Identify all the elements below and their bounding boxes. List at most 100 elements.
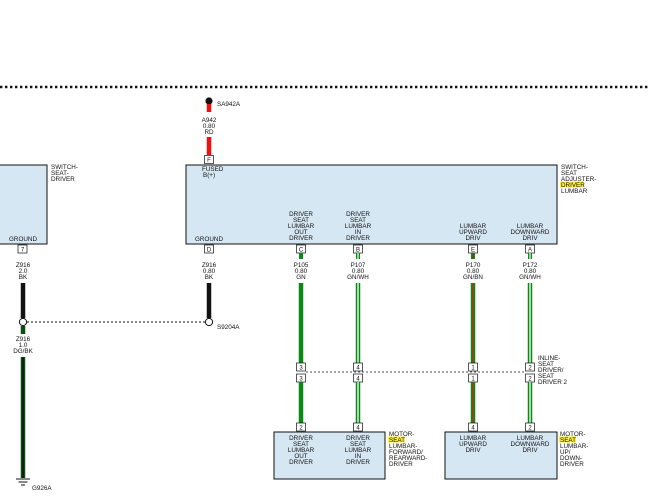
wire-z916-lower-circuit: Z916 [16,336,31,343]
main-pin3-label-1: LUMBAR [460,223,487,230]
inline-upper-pin-4-box [525,362,535,372]
motor-fr-pin1-label-3: LUMBAR [288,447,315,454]
main-module-name-1: SWITCH- [561,164,588,171]
inline-lower-pin-2: 4 [356,376,360,382]
left-module-name-3: DRIVER [51,176,75,183]
wire-p107-gauge: 0.80 [352,268,365,275]
main-pin-a: A [528,247,532,253]
wire-a942-circuit: A942 [202,117,217,124]
motor-fr-pin2-label-1: DRIVER [346,435,370,442]
motor-fr-pin1-label-1: DRIVER [289,435,313,442]
motor-ud-pin2-label-2: DOWNWARD [511,441,550,448]
motor-fr-pin-2: 4 [356,425,360,431]
motor-ud-name-3: LUMBAR- [560,443,588,450]
main-pin1-label-4: OUT [294,229,307,236]
main-pin2-label-2: SEAT [350,217,366,224]
fused-pin-box [204,155,214,164]
left-module-pin: 7 [21,247,25,253]
inline-upper-pin-1-box [296,362,306,372]
motor-ud-pin1-label-1: LUMBAR [460,435,487,442]
inline-label-2: SEAT [538,361,554,368]
main-ground-pin: D [207,247,212,253]
wire-a942-color: RD [204,129,214,136]
splice-sa942a [205,97,213,105]
main-pin2-label-1: DRIVER [346,211,370,218]
inline-upper-pin-1: 3 [299,365,303,371]
main-module-box [185,164,558,245]
wire-p172-color: GN/WH [519,274,541,281]
inline-lower-pin-4: 2 [528,376,532,382]
wire-z916-mid-gauge: 0.80 [203,268,216,275]
motor-fr-box [273,431,386,480]
wire-p105-gauge: 0.80 [295,268,308,275]
main-pin-b: B [356,247,360,253]
inline-upper-pin-3-box [468,362,478,372]
motor-fr-pin2-label-2: SEAT [350,441,366,448]
main-ground-pin-box [204,244,214,254]
motor-ud-pin-2-box [525,422,535,432]
motor-ud-pin-1: 4 [471,425,475,431]
motor-ud-box [444,431,558,480]
motor-ud-pin1-label-3: DRIV [465,447,481,454]
motor-fr-name-3: LUMBAR- [389,443,417,450]
splice-left-point [18,317,28,327]
motor-fr-name-2: SEAT [389,437,405,444]
inline-upper-pin-2: 4 [356,365,360,371]
motor-fr-name-5: REARWARD- [389,455,427,462]
motor-ud-name-1: MOTOR- [560,431,585,438]
main-pin2-label-5: DRIVER [346,235,370,242]
motor-fr-pin-1-box [296,422,306,432]
wire-p170-circuit: P170 [466,262,481,269]
wire-p107-circuit: P107 [351,262,366,269]
left-module-name-1: SWITCH- [51,164,78,171]
main-pin1-label-3: LUMBAR [288,223,315,230]
wire-z916-left-color: BK [19,274,28,281]
inline-upper-pin-2-box [353,362,363,372]
motor-fr-pin-1: 2 [299,425,303,431]
wire-z916-left-circuit: Z916 [16,262,31,269]
motor-fr-pin1-label-5: DRIVER [289,459,313,466]
wire-z916-lower-color: DG/BK [13,348,33,355]
wire-p105-color: GN [296,274,306,281]
motor-ud-pin2-label-3: DRIV [522,447,538,454]
inline-lower-pin-3: 1 [471,376,475,382]
motor-fr-pin2-label-3: LUMBAR [345,447,372,454]
motor-ud-pin-2: 2 [528,425,532,431]
motor-ud-name-2: SEAT [560,437,576,444]
ground-point-label: G926A [32,485,52,492]
main-ground-label: GROUND [195,236,223,243]
motor-fr-pin2-label-5: DRIVER [346,459,370,466]
left-module-name-2: SEAT- [51,170,69,177]
splice-top-label: SA942A [217,101,241,108]
wire-z916-mid-circuit: Z916 [202,262,217,269]
splice-s9204a [204,317,214,327]
main-module-name-5: LUMBAR [561,188,588,195]
main-pin4-label-3: DRIV [522,235,538,242]
main-pin2-label-4: IN [355,229,362,236]
main-pin3-label-3: DRIV [465,235,481,242]
splice-mid-label: S9204A [217,324,240,331]
left-module-pin-box [17,244,28,254]
main-module-name-3: ADJUSTER- [561,176,596,183]
fused-pin: F [207,158,211,164]
wire-a942-gauge: 0.80 [203,123,216,130]
main-pin1-label-2: SEAT [293,217,309,224]
motor-fr-highlight [388,436,405,443]
main-module-name-4: DRIVER [561,182,585,189]
wire-p170-color: GN/BN [463,274,483,281]
inline-lower-pin-1: 3 [299,376,303,382]
wire-z916-left-gauge: 2.0 [19,268,28,275]
wire-p105-circuit: P105 [294,262,309,269]
left-module-box [0,164,48,245]
main-pin1-label-1: DRIVER [289,211,313,218]
motor-ud-pin-1-box [468,422,478,432]
motor-fr-name-6: DRIVER [389,461,413,468]
inline-upper-pin-3: 1 [471,365,475,371]
main-pin-e: E [471,247,475,253]
motor-fr-pin1-label-4: OUT [294,453,307,460]
inline-upper-pin-4: 2 [528,365,532,371]
main-module-highlight [560,181,584,188]
fused-label-1: FUSED [202,166,224,173]
motor-ud-pin2-label-1: LUMBAR [517,435,544,442]
motor-fr-pin-2-box [353,422,363,432]
